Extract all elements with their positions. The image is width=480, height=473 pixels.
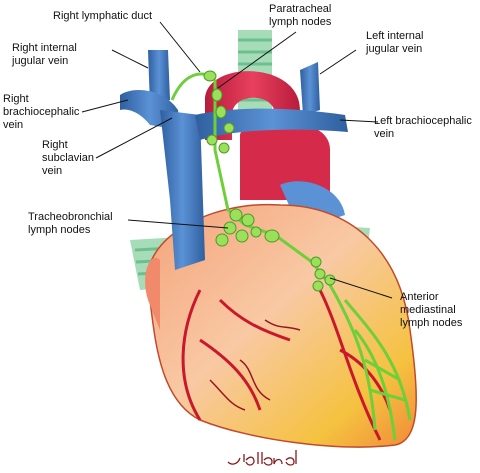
label-paratracheal-line2: lymph nodes [269, 16, 332, 28]
label-left-brachiocephalic-line2: vein [374, 128, 394, 140]
label-right-subclavian-line1: Right [42, 139, 68, 151]
vein-illustration [120, 50, 348, 270]
label-anterior-mediastinal-line2: mediastinal [400, 304, 456, 316]
label-right-subclavian-line3: vein [42, 165, 62, 177]
label-tracheobronchial-line2: lymph nodes [28, 224, 91, 236]
label-right-brachiocephalic-line2: brachiocephalic [3, 106, 80, 118]
lymphatic-illustration [170, 70, 412, 441]
label-right-brachiocephalic-line1: Right [3, 93, 29, 105]
label-anterior-mediastinal-line3: lymph nodes [400, 317, 463, 329]
label-right-internal-jugular-line1: Right internal [12, 42, 77, 54]
label-tracheobronchial-line1: Tracheobronchial [28, 211, 113, 223]
label-left-internal-jugular-line1: Left internal [366, 30, 423, 42]
label-left-internal-jugular-line2: jugular vein [365, 43, 422, 55]
artist-signature [227, 450, 297, 466]
heart-illustration [145, 203, 417, 448]
label-right-brachiocephalic-line3: vein [3, 119, 23, 131]
leader-lines [81, 21, 393, 299]
label-right-lymphatic-duct: Right lymphatic duct [53, 10, 152, 22]
labels: Right lymphatic duct Paratracheal lymph … [3, 3, 472, 329]
label-right-internal-jugular-line2: jugular vein [11, 55, 68, 67]
label-anterior-mediastinal-line1: Anterior [400, 291, 439, 303]
label-right-subclavian-line2: subclavian [42, 152, 94, 164]
label-paratracheal-line1: Paratracheal [269, 3, 331, 15]
label-left-brachiocephalic-line1: Left brachiocephalic [374, 115, 472, 127]
